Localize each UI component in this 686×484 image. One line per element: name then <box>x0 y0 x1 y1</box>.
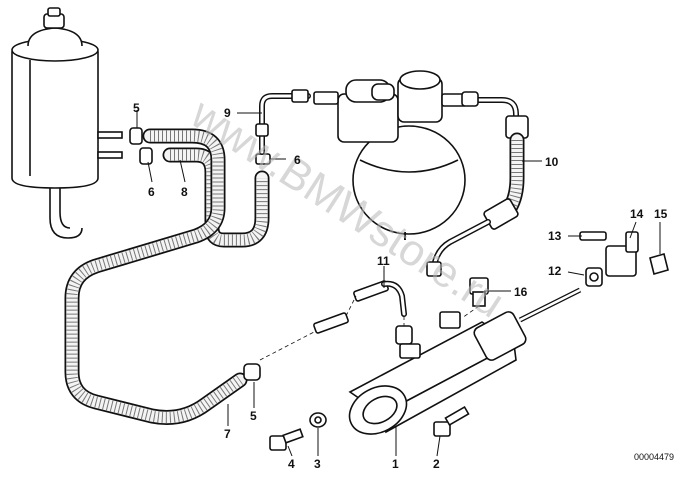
hose-clamps <box>129 127 271 381</box>
suction-hose <box>64 128 248 425</box>
fluid-reservoir <box>11 7 123 239</box>
callout-9: 9 <box>224 106 231 120</box>
callout-3: 3 <box>314 457 321 471</box>
callout-15: 15 <box>654 207 668 221</box>
pressure-accumulator <box>313 70 467 240</box>
callout-12: 12 <box>548 264 562 278</box>
callout-4: 4 <box>288 457 295 471</box>
callout-1: 1 <box>392 457 399 471</box>
callout-8: 8 <box>181 185 188 199</box>
hydraulic-cylinder <box>348 287 582 435</box>
callout-13: 13 <box>548 229 562 243</box>
callout-2: 2 <box>433 457 440 471</box>
callout-7: 7 <box>224 427 231 441</box>
callout-6b: 6 <box>294 153 301 167</box>
pressure-pipe <box>255 89 311 155</box>
callout-16: 16 <box>514 285 528 299</box>
return-hose <box>162 147 270 248</box>
callout-11: 11 <box>377 254 390 268</box>
feed-pipe <box>259 280 413 361</box>
callout-14: 14 <box>630 207 644 221</box>
callout-labels: 1 2 3 4 5 5 6 6 7 8 9 10 11 12 13 14 15 … <box>133 101 668 471</box>
leader-lines <box>136 110 661 457</box>
adapter-fitting <box>461 277 489 319</box>
callout-10: 10 <box>545 155 559 169</box>
pressure-hose-right <box>426 91 529 277</box>
callout-6a: 6 <box>148 185 155 199</box>
callout-5a: 5 <box>133 101 140 115</box>
drawing-number: 00004479 <box>634 452 674 462</box>
callout-5b: 5 <box>250 409 257 423</box>
